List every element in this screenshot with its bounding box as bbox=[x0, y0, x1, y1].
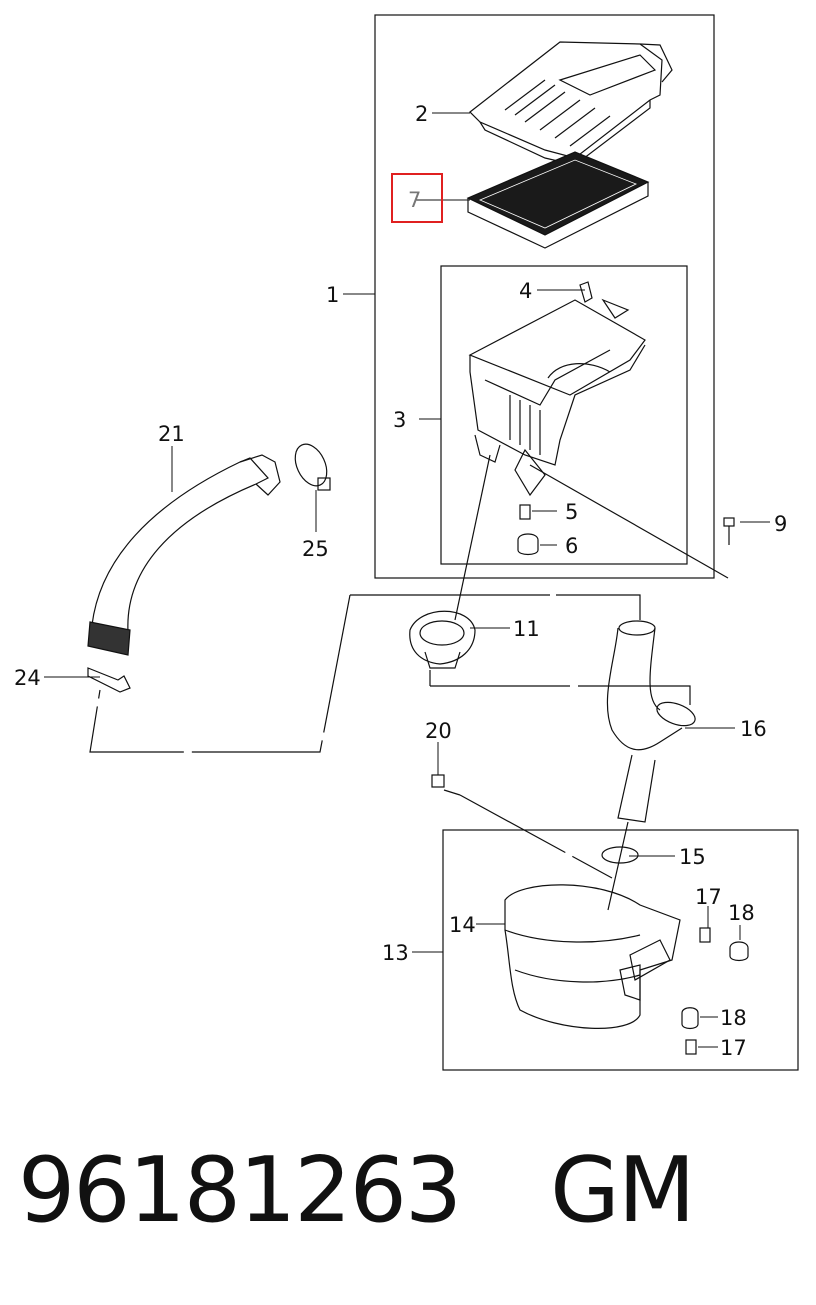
assembly-1-frame bbox=[374, 14, 715, 579]
callout-18-lower: 18 bbox=[720, 1006, 747, 1030]
air-cleaner-cover bbox=[469, 41, 673, 166]
part-number: 96181263 bbox=[18, 1138, 462, 1243]
callout-20: 20 bbox=[425, 719, 452, 743]
callout-14: 14 bbox=[449, 913, 476, 937]
part-caption: 96181263 GM bbox=[18, 1138, 696, 1243]
air-intake-diagram: 1 2 3 4 5 6 7 9 11 13 14 15 16 17 17 18 … bbox=[14, 14, 799, 1071]
callout-3: 3 bbox=[393, 408, 406, 432]
brand-name: GM bbox=[550, 1138, 695, 1243]
air-filter-element bbox=[466, 151, 650, 249]
bolt-9 bbox=[723, 517, 735, 545]
callout-18-upper: 18 bbox=[728, 901, 755, 925]
callout-17-upper: 17 bbox=[695, 885, 722, 909]
callout-21: 21 bbox=[158, 422, 185, 446]
insulator-6 bbox=[517, 533, 539, 556]
callout-6: 6 bbox=[565, 534, 578, 558]
intake-pipe-16 bbox=[606, 620, 696, 911]
grommet-5 bbox=[519, 504, 531, 520]
callout-11: 11 bbox=[513, 617, 540, 641]
callout-1: 1 bbox=[326, 283, 339, 307]
callout-5: 5 bbox=[565, 500, 578, 524]
bolt-20 bbox=[431, 774, 613, 879]
callout-15: 15 bbox=[679, 845, 706, 869]
insulator-18-upper bbox=[729, 941, 749, 962]
highlight-box-7 bbox=[391, 173, 443, 223]
callout-13: 13 bbox=[382, 941, 409, 965]
callout-24: 24 bbox=[14, 666, 41, 690]
relation-frame-left bbox=[350, 594, 641, 620]
hose-clamp-25 bbox=[294, 443, 331, 491]
grommet-17-lower bbox=[685, 1039, 697, 1055]
resonator-14 bbox=[504, 884, 681, 1029]
callout-17-lower: 17 bbox=[720, 1036, 747, 1060]
clip-24 bbox=[87, 667, 131, 693]
callout-9: 9 bbox=[774, 512, 787, 536]
callout-25: 25 bbox=[302, 537, 329, 561]
assembly-13-frame bbox=[442, 829, 799, 1071]
intake-duct-hose bbox=[87, 454, 281, 656]
grommet-15 bbox=[601, 846, 639, 864]
grommet-17-upper bbox=[699, 927, 711, 943]
assembly-3-frame bbox=[440, 265, 688, 565]
insulator-18-lower bbox=[681, 1007, 699, 1030]
callout-7: 7 bbox=[408, 188, 421, 212]
callout-16: 16 bbox=[740, 717, 767, 741]
callout-4: 4 bbox=[519, 279, 532, 303]
resonator-gasket-11 bbox=[409, 610, 476, 669]
callout-2: 2 bbox=[415, 102, 428, 126]
air-cleaner-housing bbox=[468, 281, 646, 497]
